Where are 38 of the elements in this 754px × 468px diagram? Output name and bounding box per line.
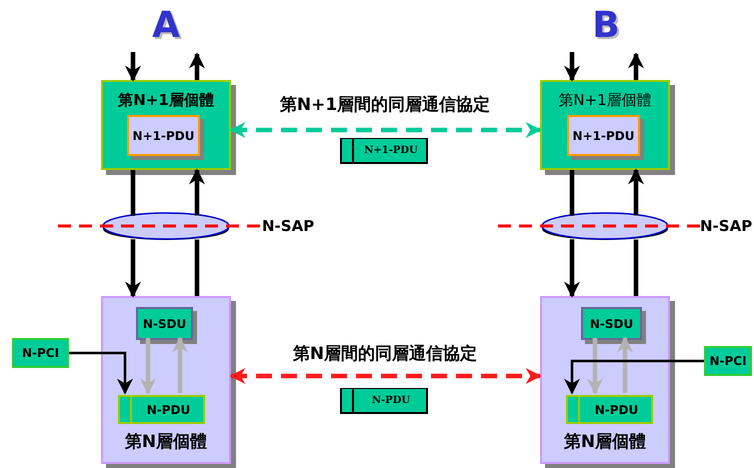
connector-line [634,239,638,296]
double-arrow [229,368,542,384]
arrow [140,338,156,395]
pci-box: N-PCI [12,338,69,368]
entity-heading: 第N+1層個體 [117,90,215,110]
arrow [564,360,704,395]
sap-label: N-SAP [262,216,314,236]
arrow [172,336,188,393]
sap-ellipse [541,212,669,241]
connector-line [130,170,136,216]
arrow [628,168,644,216]
arrow [189,52,205,80]
edge-label: 第N層間的同層通信協定 [292,343,478,365]
entity-heading: 第N層個體 [562,432,648,452]
sap-label: N-SAP [700,216,752,236]
packet-box: N+1-PDU [340,138,428,164]
entity-heading: 第N層個體 [124,432,208,452]
entity-heading: 第N+1層個體 [557,90,653,110]
entity-letter: B [591,7,621,45]
arrow [189,168,205,216]
packet-box: N-PDU [340,388,428,414]
edge-label: 第N+1層間的同層通信協定 [278,94,492,116]
arrow [69,352,133,395]
arrow [628,52,644,80]
arrow [125,52,141,82]
double-arrow [229,122,542,138]
pci-box: N-PCI [704,346,752,376]
arrow [564,239,580,298]
arrow [564,52,580,82]
connector-line [194,239,200,296]
entity-letter: A [151,7,181,45]
arrow [125,239,141,298]
arrow [617,336,633,393]
pdu-box: N-PDU [566,395,653,424]
arrow [587,338,603,395]
sap-ellipse [102,212,230,241]
pdu-box: N-PDU [118,395,205,424]
connector-line [570,170,574,216]
